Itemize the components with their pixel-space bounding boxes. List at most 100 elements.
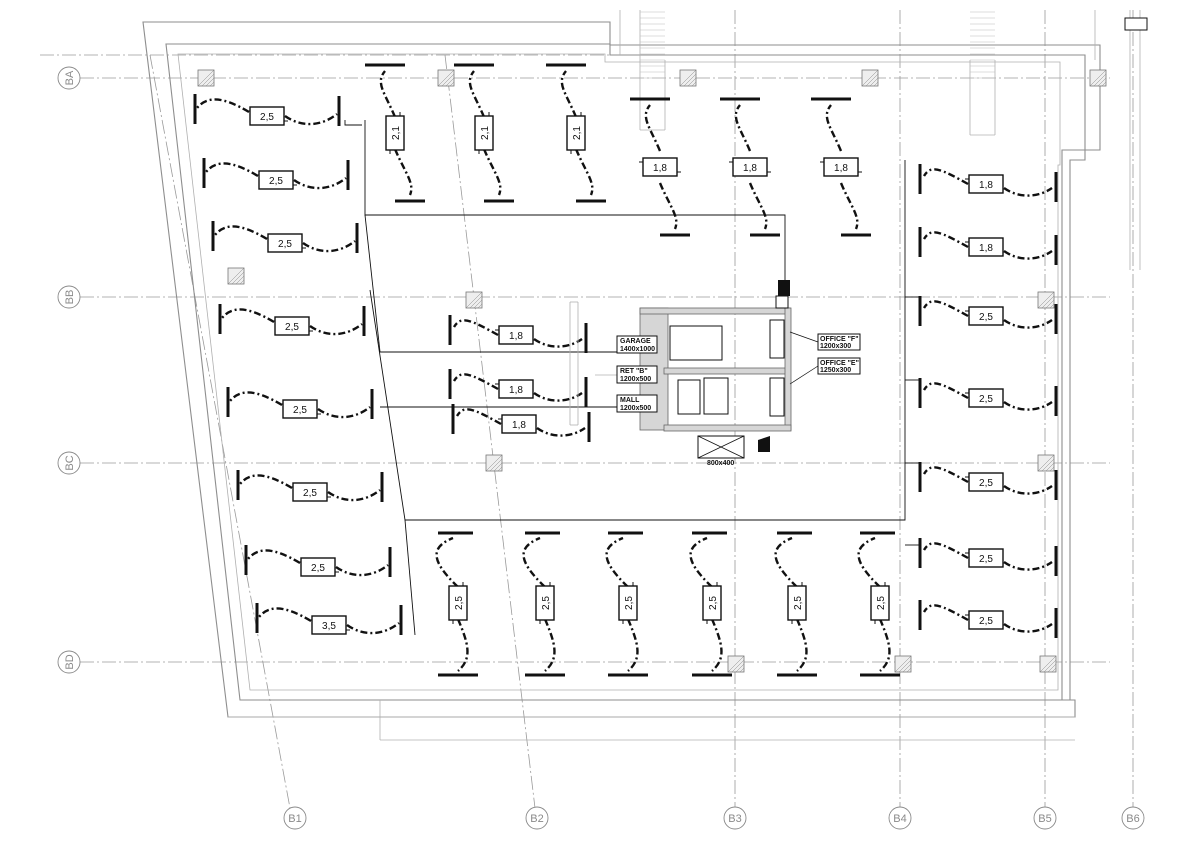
fcu-box xyxy=(311,615,347,635)
fcu-box xyxy=(274,316,310,336)
fan-coil-unit: 2,5 xyxy=(435,531,478,677)
fan-coil-unit: 2,5 xyxy=(218,304,366,336)
column-hatch xyxy=(227,267,245,285)
return-duct xyxy=(734,104,752,152)
supply-duct xyxy=(1003,186,1053,197)
column xyxy=(1037,291,1055,309)
shaft-box-lower-right xyxy=(703,377,729,415)
duct-tag-bottom: 800x400 xyxy=(707,460,734,467)
fan-coil-unit: 2,5 xyxy=(226,387,374,419)
return-duct xyxy=(922,604,969,622)
column-hatch xyxy=(231,271,245,285)
fcu-box xyxy=(968,388,1004,408)
fcu-body: 2,5 xyxy=(965,306,1007,326)
grid-label-b2: B2 xyxy=(530,813,543,825)
fcu-box xyxy=(501,414,537,434)
column-hatch xyxy=(902,663,912,673)
grid-label-bc: BC xyxy=(64,455,76,470)
column-hatch xyxy=(739,667,745,673)
fcu-box xyxy=(968,237,1004,257)
fcu-box xyxy=(702,585,722,621)
fan-coil-unit: 2,5 xyxy=(244,545,392,577)
supply-duct xyxy=(533,391,583,402)
return-duct xyxy=(309,323,363,336)
column-hatch xyxy=(205,77,215,87)
fan-coil-unit: 1,8 xyxy=(918,164,1058,202)
fcu-box xyxy=(823,157,859,177)
grid-label-b3: B3 xyxy=(728,813,741,825)
fcu-body: 2,5 xyxy=(787,582,807,624)
fcu-capacity-label: 3,5 xyxy=(322,621,336,632)
fan-coil-unit: 2,1 xyxy=(454,63,514,203)
fcu-capacity-label: 2,1 xyxy=(572,126,583,140)
return-duct xyxy=(857,536,881,588)
fcu-capacity-label: 2,5 xyxy=(278,239,292,250)
fcu-box xyxy=(267,233,303,253)
column-hatch xyxy=(865,73,879,87)
fcu-box xyxy=(968,610,1004,630)
fan-coil-unit: 1,8 xyxy=(448,369,588,407)
fcu-body: 1,8 xyxy=(498,414,540,434)
fcu-box xyxy=(968,472,1004,492)
fan-coil-unit: 2,5 xyxy=(918,462,1058,500)
shaft-box-lower-left xyxy=(677,379,701,415)
grid-bubble-b1: B1 xyxy=(283,806,307,830)
fcu-capacity-label: 2,5 xyxy=(876,596,887,610)
fcu-body: 1,8 xyxy=(729,157,771,177)
column-hatch xyxy=(197,69,215,87)
fcu-body: 3,5 xyxy=(308,615,350,635)
column-hatch xyxy=(465,291,483,309)
grid-bubble-b2: B2 xyxy=(525,806,549,830)
fcu-box xyxy=(292,482,328,502)
return-duct xyxy=(922,300,969,318)
return-duct xyxy=(922,231,969,249)
fcu-capacity-label: 1,8 xyxy=(512,420,526,431)
supply-duct xyxy=(543,618,556,672)
damper-icon-top xyxy=(778,280,790,296)
fcu-box xyxy=(498,379,534,399)
return-duct xyxy=(452,319,499,337)
fcu-box xyxy=(787,585,807,621)
fan-coil-unit: 2,5 xyxy=(774,531,817,677)
supply-duct xyxy=(658,182,678,230)
column xyxy=(197,69,215,87)
column-hatch xyxy=(1097,77,1107,87)
grid-label-b4: B4 xyxy=(893,813,906,825)
duct-tag-office-f-size: 1200x300 xyxy=(820,343,851,350)
fcu-body: 2,5 xyxy=(246,106,288,126)
column-hatch xyxy=(1045,299,1055,309)
fan-coil-unit: 1,8 xyxy=(918,227,1058,265)
return-duct xyxy=(560,70,578,118)
fcu-body: 2,1 xyxy=(474,112,494,154)
column-hatch xyxy=(731,659,745,673)
return-duct xyxy=(605,536,629,588)
column xyxy=(1039,655,1057,673)
column-hatch xyxy=(441,73,455,87)
duct-tag-garage: GARAGE 1400x1000 xyxy=(616,335,658,354)
fcu-body: 2,5 xyxy=(965,548,1007,568)
fan-coil-unit: 2,5 xyxy=(918,296,1058,334)
column-hatch xyxy=(235,275,245,285)
column-hatch xyxy=(473,299,483,309)
duct-tag-office-f: OFFICE "F" 1200x300 xyxy=(789,331,861,351)
fcu-box xyxy=(968,174,1004,194)
central-core xyxy=(569,280,792,459)
fcu-body: 2,5 xyxy=(271,316,313,336)
return-duct xyxy=(922,466,969,484)
damper-icon xyxy=(758,436,770,452)
column-hatch xyxy=(869,77,879,87)
return-duct xyxy=(335,564,389,577)
fcu-body: 1,8 xyxy=(495,325,537,345)
fcu-body: 2,5 xyxy=(535,582,555,624)
fcu-body: 2,5 xyxy=(297,557,339,577)
return-duct xyxy=(689,536,713,588)
column-hatch xyxy=(485,454,503,472)
fcu-capacity-label: 2,5 xyxy=(311,563,325,574)
duct-tag-mall: MALL 1200x500 xyxy=(616,394,658,413)
supply-duct xyxy=(710,618,723,672)
duct-tag-garage-size: 1400x1000 xyxy=(620,346,655,353)
return-duct xyxy=(379,70,397,118)
fan-coil-unit: 1,8 xyxy=(630,97,690,237)
column xyxy=(894,655,912,673)
